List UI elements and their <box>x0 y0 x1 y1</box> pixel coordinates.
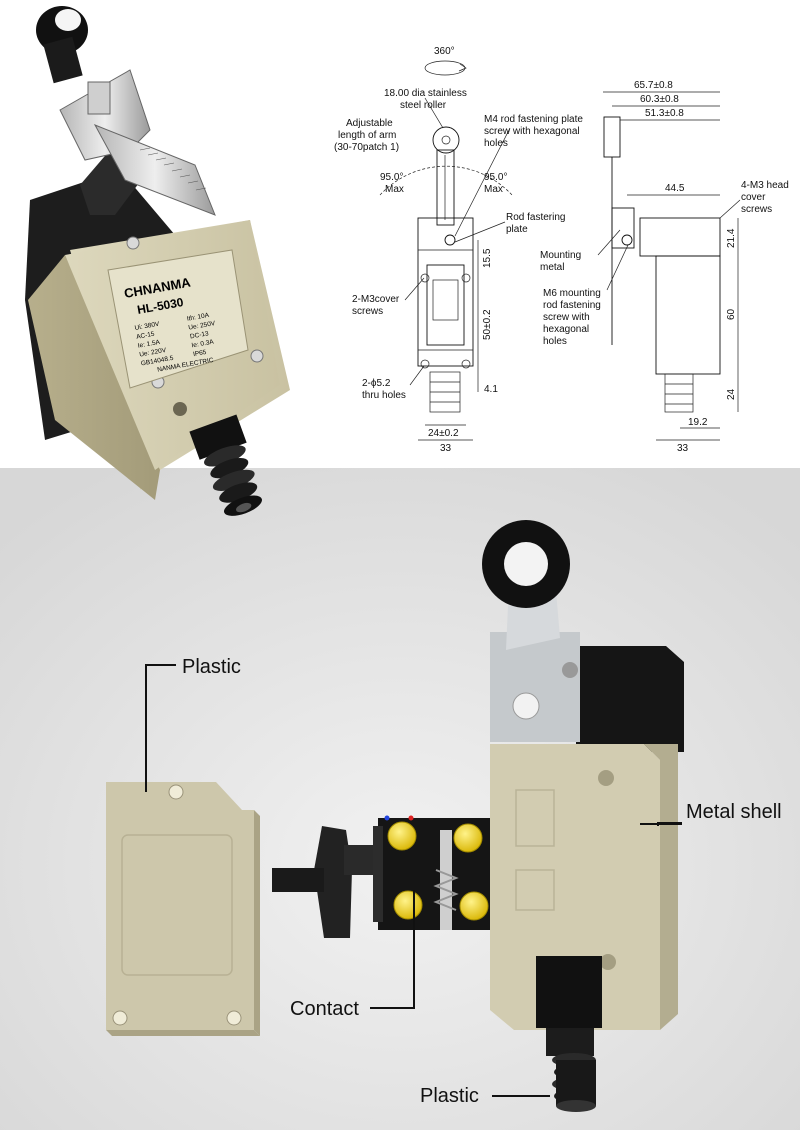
technical-drawing <box>328 36 800 464</box>
m4-label-2: screw with hexagonal <box>484 126 580 137</box>
rod-plate-label-2: plate <box>506 224 528 235</box>
dim-44: 44.5 <box>665 183 685 194</box>
plunger-part <box>272 826 374 938</box>
contact-label: Contact <box>290 998 359 1020</box>
angle-left-value: 95.0° <box>380 172 403 183</box>
spec-6: Ue: 220V <box>139 347 168 359</box>
rod-plate-label-1: Rod fastering <box>506 212 565 223</box>
arm-label-2: length of arm <box>338 130 396 141</box>
plastic-label-bottom: Plastic <box>420 1085 479 1107</box>
dim-33-side: 33 <box>677 443 689 454</box>
spec-3: Ue: 250V <box>188 320 217 332</box>
dim-15: 15.5 <box>482 248 493 268</box>
m6-label-2: rod fastening <box>543 300 601 311</box>
roller-label-1: 18.00 dia stainless <box>384 88 467 99</box>
dim-60v: 60 <box>726 308 737 320</box>
spec-4: Ie: 1.5A <box>137 339 161 350</box>
head-screws-label-3: screws <box>741 204 772 215</box>
arm-label-3: (30-70patch 1) <box>334 142 399 153</box>
exploded-leader-lines <box>145 664 682 1097</box>
cover-screws-label-1: 2-M3cover <box>352 294 400 305</box>
dim-50: 50±0.2 <box>482 309 493 340</box>
mounting-metal-label-2: metal <box>540 262 564 273</box>
m4-label-3: holes <box>484 138 508 149</box>
m6-label-4: hexagonal <box>543 324 589 335</box>
dim-65: 65.7±0.8 <box>634 80 673 91</box>
spec-0: Ui: 380V <box>134 321 160 332</box>
mounting-metal-label-1: Mounting <box>540 250 581 261</box>
angle-left-max: Max <box>385 184 404 195</box>
m6-label-3: screw with <box>543 312 590 323</box>
roller-label-2: steel roller <box>400 100 447 111</box>
dim-51: 51.3±0.8 <box>645 108 684 119</box>
spec-1: Ith: 10A <box>186 312 210 323</box>
dim-33-front: 33 <box>440 443 452 454</box>
drawing-labels: 360° 18.00 dia stainless steel roller Ad… <box>334 46 789 454</box>
rotation-label: 360° <box>434 46 455 57</box>
dim-19: 19.2 <box>688 417 708 428</box>
m6-label-5: holes <box>543 336 567 347</box>
cover-screws-label-2: screws <box>352 306 383 317</box>
head-screws-label-1: 4-M3 head <box>741 180 789 191</box>
angle-right-max: Max <box>484 184 503 195</box>
thru-holes-label-2: thru holes <box>362 390 406 401</box>
product-photo <box>25 6 290 516</box>
m6-label-1: M6 mounting <box>543 288 601 299</box>
dim-21: 21.4 <box>726 228 737 248</box>
plastic-cover-part <box>106 782 260 1036</box>
dim-4: 4.1 <box>484 384 498 395</box>
exploded-labels: Plastic Metal shell Contact Plastic <box>182 656 782 1107</box>
spec-7: Ie: 0.3A <box>191 338 215 349</box>
dim-60: 60.3±0.8 <box>640 94 679 105</box>
dim-24-front: 24±0.2 <box>428 428 459 439</box>
plastic-label-top: Plastic <box>182 656 241 678</box>
metal-shell-label: Metal shell <box>686 801 782 823</box>
thru-holes-label-1: 2-ϕ5.2 <box>362 378 391 389</box>
spec-2: AC-15 <box>136 331 156 341</box>
spec-5: DC-13 <box>189 330 209 340</box>
metal-shell-part <box>482 520 684 1112</box>
m4-label-1: M4 rod fastening plate <box>484 114 583 125</box>
dim-24v: 24 <box>726 388 737 400</box>
spec-9: IP65 <box>193 349 208 358</box>
head-screws-label-2: cover <box>741 192 766 203</box>
arm-label-1: Adjustable <box>346 118 393 129</box>
angle-right-value: 95.0° <box>484 172 507 183</box>
